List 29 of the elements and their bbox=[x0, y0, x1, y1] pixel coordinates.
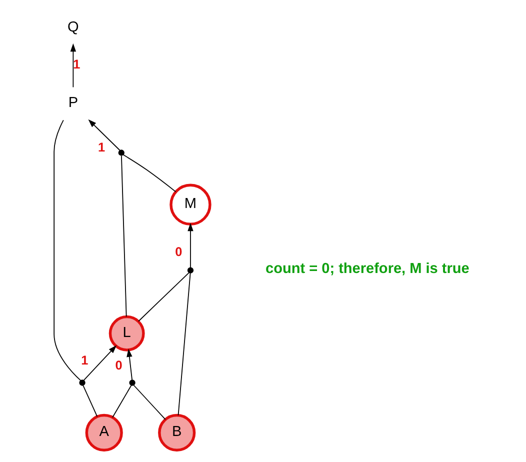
node-label: 0 bbox=[175, 244, 182, 260]
connector bbox=[133, 384, 166, 420]
connector bbox=[54, 120, 82, 381]
connector bbox=[138, 272, 190, 322]
connector bbox=[122, 154, 176, 192]
node-label: 1 bbox=[98, 139, 106, 154]
node-text: P bbox=[68, 95, 78, 112]
arrow bbox=[88, 119, 120, 151]
node-text: Q bbox=[68, 20, 79, 36]
arrow bbox=[70, 43, 76, 88]
arrow bbox=[126, 348, 133, 380]
node-circle bbox=[129, 380, 136, 386]
connector bbox=[112, 384, 132, 418]
arrow bbox=[188, 222, 194, 268]
arrow bbox=[83, 345, 117, 381]
connector bbox=[121, 155, 127, 318]
node-circle: M bbox=[170, 184, 212, 226]
node-label: 1 bbox=[81, 352, 88, 368]
node-circle: B bbox=[158, 414, 196, 452]
edge-label: 1 bbox=[73, 56, 80, 72]
connector bbox=[82, 385, 98, 418]
node-circle bbox=[79, 380, 86, 386]
node-label: 0 bbox=[115, 358, 122, 373]
label: count = 0; therefore, M is true bbox=[266, 260, 470, 277]
node-circle bbox=[187, 267, 194, 274]
node-circle: A bbox=[85, 414, 123, 452]
connector bbox=[178, 272, 191, 416]
node-circle: L bbox=[108, 315, 145, 352]
node-circle bbox=[118, 150, 124, 156]
